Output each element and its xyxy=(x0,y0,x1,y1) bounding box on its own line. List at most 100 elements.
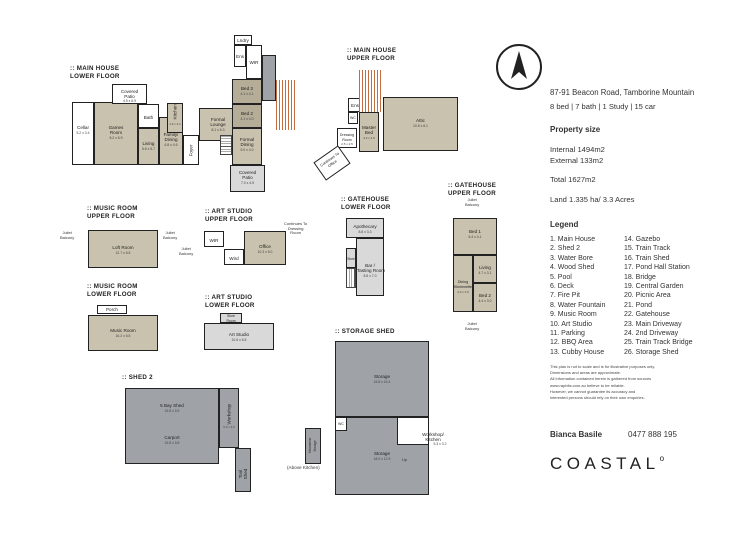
gate-upper-plan: Juliet Balcony Bed 1 6.4 x 4.1 Dining Ki… xyxy=(445,197,505,338)
shed2-plan: 5 Bay Shed 15.8 x 5.9 Carport 15.8 x 5.8… xyxy=(122,385,262,497)
juliet-balcony-1: Juliet Balcony xyxy=(60,230,75,240)
workshop-kitchen-dims: 5.3 x 3.2 xyxy=(433,442,447,446)
legend-item: 18. Bridge xyxy=(624,273,656,281)
room-ens-2 xyxy=(262,55,276,101)
room-games: Games Room 8.2 x 6.9 xyxy=(94,102,138,165)
room-5-bay-shed: 5 Bay Shed 15.8 x 5.9 Carport 15.8 x 5.8 xyxy=(125,388,219,464)
room-covered-patio-2: Covered Patio 7.0 x 4.5 xyxy=(230,165,265,192)
disclaimer-line: Dimensions and areas are approximate. xyxy=(550,370,621,376)
legend-item: 22. Gatehouse xyxy=(624,311,670,319)
room-gate-bed2: Bed 2 4.4 x 3.0 xyxy=(473,283,497,312)
room-formal-dining: Formal Dining 5.0 x 4.0 xyxy=(232,128,262,165)
disclaimer-line: www.rapbits.com.au believe to be reliabl… xyxy=(550,382,625,388)
legend-item: 15. Train Track xyxy=(624,245,671,253)
disclaimer-line: This plan is not to scale and is for ill… xyxy=(550,364,656,369)
coastal-logo: COASTALo xyxy=(550,454,665,473)
stair-gatehouse xyxy=(346,268,356,288)
legend-item: 6. Deck xyxy=(550,283,574,290)
room-master-bed: Master Bed 4.2 x 4.6 xyxy=(359,112,379,152)
legend-item: 12. BBQ Area xyxy=(550,339,593,347)
legend-item: 19. Central Garden xyxy=(624,283,684,290)
legend-item: 7. Fire Pit xyxy=(550,292,580,300)
stair-main xyxy=(220,135,232,155)
legend-item: 26. Storage Shed xyxy=(624,348,679,356)
room-workshop: Workshop 5.9 x 2.2 xyxy=(219,388,239,448)
property-features: 8 bed | 7 bath | 1 Study | 15 car xyxy=(550,102,656,111)
legend-item: 1. Main House xyxy=(550,236,596,243)
legend-item: 21. Pond xyxy=(624,301,653,309)
room-wir: WIR xyxy=(246,45,262,79)
gate-juliet-bottom: Juliet Balcony xyxy=(465,321,480,331)
room-ens-1: Ens xyxy=(234,45,246,67)
room-gate-dining: Dining Kitchenette 4.0 x 2.5 xyxy=(453,255,473,312)
title-gate-upper: :: GATEHOUSE UPPER FLOOR xyxy=(448,182,497,197)
legend-item: 23. Main Driveway xyxy=(624,320,682,328)
property-address: 87-91 Beacon Road, Tamborine Mountain xyxy=(550,88,695,97)
room-bar: Bar / Tasting Room 8.8 x 7.0 xyxy=(356,238,385,296)
legend-title: Legend xyxy=(550,220,579,229)
legend-item: 2. Shed 2 xyxy=(550,245,580,253)
legend-item: 10. Art Studio xyxy=(550,320,593,328)
room-bed3: Bed 3 4.1 x 4.1 xyxy=(232,79,262,104)
room-gate-store: Store xyxy=(346,248,356,268)
legend-item: 11. Parking xyxy=(550,330,585,337)
room-art-wir: WIR xyxy=(204,231,224,247)
room-mu-wc: WC xyxy=(348,112,358,124)
agent-phone: 0477 888 195 xyxy=(628,430,677,439)
above-kitchen: (Above Kitchen) xyxy=(287,465,320,470)
room-tool-shed: Tool Shed xyxy=(235,448,251,492)
room-cellar: Cellar 5.2 x 3.4 xyxy=(72,102,94,165)
room-porch: Porch xyxy=(97,305,127,314)
title-main-upper: :: MAIN HOUSE UPPER FLOOR xyxy=(347,47,397,62)
room-bed2: Bed 2 4.1 x 4.0 xyxy=(232,104,262,128)
room-kitchen: Kitchen 4.6 x 4.1 xyxy=(167,103,183,133)
room-workshop-kitchen: Workshop/ Kitchen xyxy=(397,417,444,445)
external-size: External 133m2 xyxy=(550,156,604,165)
art-lower-plan: Store Room Art Studio 10.6 x 6.5 xyxy=(200,310,280,350)
legend-item: 8. Water Fountain xyxy=(550,301,606,309)
room-covered-patio: Covered Patio 4.5 x 6.9 xyxy=(112,84,147,104)
music-lower-plan: Porch Music Room 16.2 x 6.5 xyxy=(85,300,165,355)
legend-item: 13. Cubby House xyxy=(550,348,605,356)
legend-item: 3. Water Bore xyxy=(550,254,593,262)
room-office: Office 10.3 x 5.0 xyxy=(244,231,286,265)
art-upper-plan: WIR Wird Office 10.3 x 5.0 Continues To … xyxy=(200,221,330,270)
legend-item: 24. 2nd Driveway xyxy=(624,330,679,337)
main-upper-plan: Attic 10.8 x 8.1 Master Bed 4.2 x 4.6 En… xyxy=(313,70,495,181)
room-bath: Bath xyxy=(138,104,159,128)
room-art-wird: Wird xyxy=(224,249,244,265)
storage-plan: Storage 15.8 x 15.4 Storage 18.0 x 12.9 … xyxy=(285,338,447,498)
room-store-room: Store Room xyxy=(220,313,242,323)
legend-item: 4. Wood Shed xyxy=(550,264,595,272)
room-storage-top: Storage 15.8 x 15.4 xyxy=(335,341,429,417)
title-art-upper: :: ART STUDIO UPPER FLOOR xyxy=(205,208,253,223)
juliet-balcony-3: Juliet Balcony xyxy=(179,246,194,256)
legend-item: 16. Train Shed xyxy=(624,254,670,262)
room-gate-living: Living 4.7 x 3.1 xyxy=(473,255,497,283)
room-attic: Attic 10.8 x 8.1 xyxy=(383,97,458,151)
disclaimer-line: interested persons should rely on their … xyxy=(550,395,645,401)
title-gate-lower: :: GATEHOUSE LOWER FLOOR xyxy=(341,196,391,211)
land-size: Land 1.335 ha/ 3.3 Acres xyxy=(550,195,635,204)
deck-bedroom xyxy=(276,80,296,130)
main-lower-plan: Cellar 5.2 x 3.4 Games Room 8.2 x 6.9 Co… xyxy=(70,35,300,195)
total-size: Total 1627m2 xyxy=(550,175,596,184)
internal-size: Internal 1494m2 xyxy=(550,145,605,154)
juliet-balcony-2: Juliet Balcony xyxy=(163,230,178,240)
legend-item: 5. Pool xyxy=(550,273,572,281)
legend-item: 17. Pond Hall Station xyxy=(624,264,690,272)
music-upper-plan: Loft Room 12.7 x 6.5 Juliet Balcony Juli… xyxy=(55,222,205,272)
legend-item: 25. Train Track Bridge xyxy=(624,339,693,347)
continues-dressing: Continues To Dressing Room xyxy=(284,221,308,236)
room-lndry: Lndry xyxy=(234,35,252,45)
north-arrow-icon xyxy=(496,44,542,90)
room-apothecary: Apothecary 8.8 x 3.3 xyxy=(346,218,384,238)
legend-item: 20. Picnic Area xyxy=(624,292,671,300)
room-music: Music Room 16.2 x 6.5 xyxy=(88,315,158,351)
room-art-studio: Art Studio 10.6 x 6.5 xyxy=(204,323,274,350)
title-art-lower: :: ART STUDIO LOWER FLOOR xyxy=(205,294,255,309)
room-loft: Loft Room 12.7 x 6.5 xyxy=(88,230,158,268)
title-shed2: :: SHED 2 xyxy=(122,374,153,381)
room-dressing: Dressing Room 2.5 x 2.5 xyxy=(337,128,357,148)
deck-upper xyxy=(359,70,381,112)
